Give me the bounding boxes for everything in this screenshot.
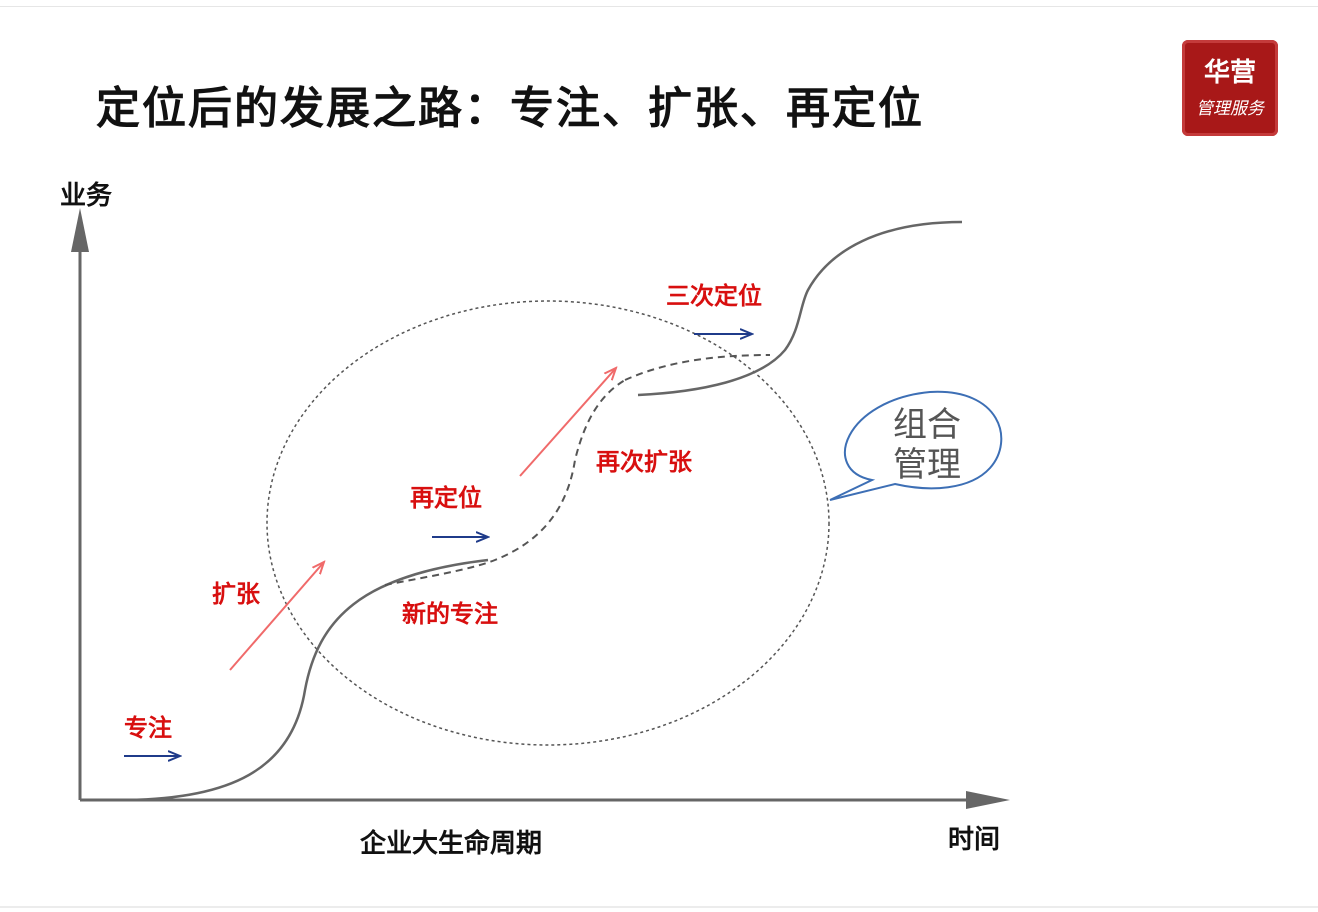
label-new-focus: 新的专注 xyxy=(402,600,498,628)
x-axis-caption: 企业大生命周期 xyxy=(360,828,542,859)
seal-line1: 华营 xyxy=(1203,58,1256,88)
combination-zone-ellipse xyxy=(266,300,830,746)
expand-again-arrow-icon xyxy=(519,368,616,477)
bubble-line2: 管理 xyxy=(893,445,961,485)
top-divider xyxy=(0,6,1318,7)
seal-line2: 管理服务 xyxy=(1196,99,1264,119)
combination-management-bubble xyxy=(829,390,1003,501)
label-expand: 扩张 xyxy=(212,580,261,608)
growth-curve-1 xyxy=(119,558,489,802)
growth-curve-2 xyxy=(637,220,963,397)
y-axis-label: 业务 xyxy=(60,181,112,211)
label-third-position: 三次定位 xyxy=(666,282,762,310)
bottom-divider xyxy=(0,906,1318,908)
label-expand-again: 再次扩张 xyxy=(596,448,693,476)
page-title: 定位后的发展之路：专注、扩张、再定位 xyxy=(96,83,924,134)
dashed-curve-new-focus xyxy=(384,379,626,586)
x-axis-label: 时间 xyxy=(948,825,1000,855)
bubble-line1: 组合 xyxy=(893,405,961,445)
logo-seal: 华营 管理服务 xyxy=(1182,40,1278,136)
label-reposition: 再定位 xyxy=(410,484,482,512)
label-focus: 专注 xyxy=(124,714,172,742)
y-axis-arrow-icon xyxy=(71,208,89,252)
x-axis-arrow-icon xyxy=(966,791,1010,809)
expand-arrow-icon xyxy=(229,562,324,671)
dashed-curve-reposition xyxy=(624,354,771,381)
